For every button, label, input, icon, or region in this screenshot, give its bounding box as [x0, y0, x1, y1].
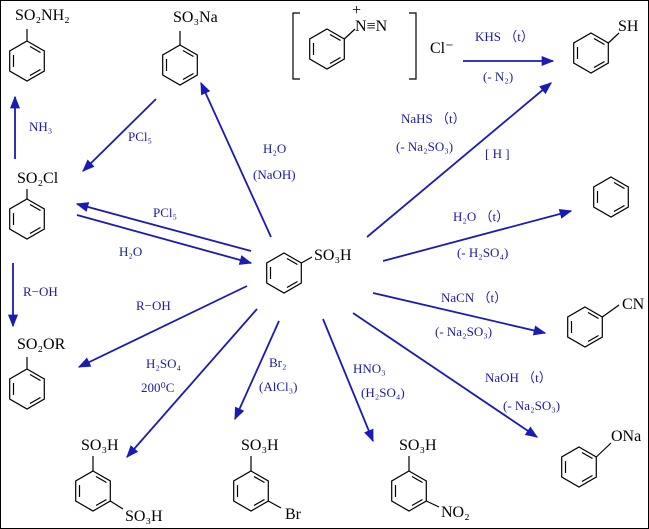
arrow-to-disulfonic: [126, 308, 258, 458]
label-diazonium-anion: Cl⁻: [430, 40, 454, 57]
cond-khs: KHS （t）: [475, 29, 534, 44]
label-disulfonic-top: SO₃H: [81, 437, 119, 454]
label-phenoxide: ONa: [611, 428, 641, 445]
cond-br2: Br₂: [269, 355, 287, 370]
arrow-to-nitro: [322, 318, 374, 443]
right-bracket: [409, 12, 417, 80]
cond-h2o-t: H₂O （t）: [453, 209, 509, 224]
arrow-to-sulfonyl-chloride-a: [82, 98, 157, 172]
arrow-to-benzonitrile: [372, 292, 547, 336]
ring-benzenesulfonic-acid: [266, 252, 313, 294]
cond-minus-na2so3-a: (- Na₂SO₃): [396, 139, 453, 154]
cond-roh-left: R−OH: [23, 284, 58, 299]
arrow-to-sulfonyl-chloride-b: [75, 202, 252, 252]
cond-naoh-t: NaOH （t）: [485, 370, 552, 385]
cond-nahs: NaHS （t）: [401, 111, 466, 126]
label-diazonium-plus: +: [352, 2, 361, 19]
left-bracket: [292, 12, 300, 80]
label-diazonium-group: N≡N: [355, 18, 388, 35]
label-benzonitrile: CN: [622, 296, 645, 313]
ring-sodium-sulfonate: [162, 31, 198, 86]
ring-diazonium: [309, 28, 356, 70]
ring-bromo: [233, 456, 282, 512]
arrow-to-sulfonate-ester-b: [77, 285, 248, 368]
arrow-sulfonyl-chloride-to-center: [76, 214, 253, 265]
cond-minus-na2so3-b: (- Na₂SO₃): [435, 324, 492, 339]
ring-thiophenol: [573, 32, 620, 74]
cond-h2so4: H₂SO₄: [146, 356, 182, 371]
cond-minus-n2: (- N₂): [483, 69, 513, 84]
ring-benzonitrile: [567, 304, 620, 348]
cond-nacn: NaCN （t）: [441, 290, 507, 305]
cond-nh3: NH₃: [29, 119, 52, 134]
label-sodium-sulfonate: SO₃Na: [173, 9, 218, 26]
cond-h2o-reverse: H₂O: [119, 244, 142, 259]
label-sulfonamide: SO₂NH₂: [15, 7, 70, 24]
label-disulfonic-meta: SO₃H: [125, 508, 163, 525]
ring-sulfonate-ester: [9, 357, 45, 410]
cond-minus-h2so4: (- H₂SO₄): [457, 245, 508, 260]
ring-benzene: [593, 176, 629, 218]
label-sulfonyl-chloride: SO₂Cl: [17, 170, 59, 187]
cond-h-bracket: [ H ]: [485, 146, 510, 161]
arrow-to-phenoxide: [352, 312, 539, 438]
cond-pcl5-center: PCl₅: [153, 205, 177, 220]
label-sulfonate-ester: SO₂OR: [17, 336, 66, 353]
ring-nitro: [391, 456, 440, 512]
ring-phenoxide: [561, 442, 612, 488]
arrow-to-bromo: [234, 320, 280, 421]
cond-h2o: H₂O: [263, 141, 286, 156]
label-bromo-meta: Br: [285, 506, 302, 523]
cond-roh-center: R−OH: [136, 298, 171, 313]
label-nitro-meta: NO₂: [441, 504, 470, 521]
label-center-so3h: SO₃H: [314, 247, 352, 264]
ring-sulfonyl-chloride: [9, 189, 45, 240]
label-nitro-top: SO₃H: [399, 437, 437, 454]
arrow-to-benzene: [382, 209, 573, 262]
cond-pcl5-top: PCl₅: [128, 129, 152, 144]
cond-temp: 200⁰C: [141, 380, 174, 395]
arrow-to-thiophenol: [366, 82, 552, 238]
label-thiophenol: SH: [618, 18, 639, 35]
label-bromo-top: SO₃H: [241, 437, 279, 454]
ring-sulfonamide: [9, 29, 45, 82]
ring-disulfonic: [75, 456, 124, 512]
cond-naoh: (NaOH): [253, 167, 296, 182]
cond-hno3: HNO₃: [353, 361, 386, 376]
cond-h2so4-paren: (H₂SO₄): [361, 385, 405, 400]
cond-minus-na2so3-c: (- Na₂SO₃): [503, 398, 560, 413]
arrow-to-sodium-sulfonate: [200, 81, 272, 238]
cond-alcl3: (AlCl₃): [259, 379, 297, 394]
